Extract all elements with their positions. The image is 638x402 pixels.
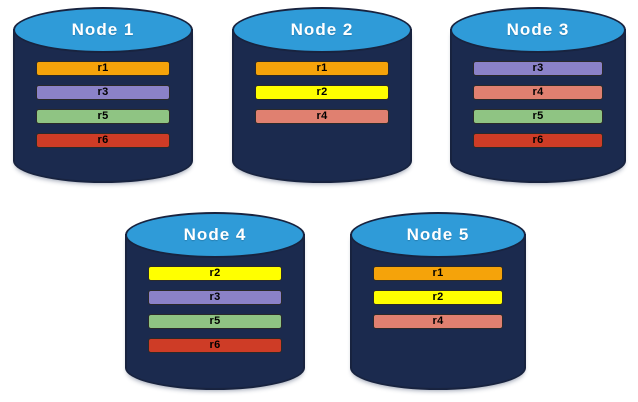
cylinder-body xyxy=(450,29,626,183)
shard-bar[interactable]: r2 xyxy=(255,85,389,100)
shard-bar[interactable]: r2 xyxy=(148,266,282,281)
node-title: Node 2 xyxy=(290,20,354,39)
database-node-2[interactable]: Node 2 r1 r2 r4 xyxy=(232,7,412,183)
shard-list: r3 r4 r5 r6 xyxy=(472,61,604,148)
shard-bar[interactable]: r4 xyxy=(372,314,504,329)
shard-bar[interactable]: r5 xyxy=(36,109,170,124)
node-title: Node 3 xyxy=(506,20,570,39)
shard-bar[interactable]: r5 xyxy=(148,314,282,329)
node-title: Node 4 xyxy=(183,225,247,244)
shard-bar[interactable]: r2 xyxy=(372,290,504,305)
cylinder-top-icon xyxy=(232,7,412,53)
shard-bar[interactable]: r5 xyxy=(472,109,604,124)
cylinder-top-icon xyxy=(125,212,305,258)
shard-bar[interactable]: r6 xyxy=(472,133,604,148)
shard-list: r1 r3 r5 r6 xyxy=(36,61,170,148)
database-node-5[interactable]: Node 5 r1 r2 r4 xyxy=(350,212,526,390)
shard-bar[interactable]: r3 xyxy=(472,61,604,76)
shard-bar[interactable]: r1 xyxy=(255,61,389,76)
database-node-3[interactable]: Node 3 r3 r4 r5 r6 xyxy=(450,7,626,183)
database-node-4[interactable]: Node 4 r2 r3 r5 r6 xyxy=(125,212,305,390)
shard-list: r1 r2 r4 xyxy=(372,266,504,329)
cylinder-top-icon xyxy=(13,7,193,53)
database-node-1[interactable]: Node 1 r1 r3 r5 r6 xyxy=(13,7,193,183)
shard-bar[interactable]: r1 xyxy=(372,266,504,281)
shard-bar[interactable]: r6 xyxy=(36,133,170,148)
shard-list: r2 r3 r5 r6 xyxy=(148,266,282,353)
shard-bar[interactable]: r1 xyxy=(36,61,170,76)
shard-bar[interactable]: r4 xyxy=(472,85,604,100)
shard-bar[interactable]: r3 xyxy=(148,290,282,305)
shard-bar[interactable]: r6 xyxy=(148,338,282,353)
node-title: Node 5 xyxy=(406,225,470,244)
cylinder-body xyxy=(125,234,305,390)
shard-list: r1 r2 r4 xyxy=(255,61,389,124)
cylinder-body xyxy=(232,29,412,183)
shard-bar[interactable]: r3 xyxy=(36,85,170,100)
shard-bar[interactable]: r4 xyxy=(255,109,389,124)
cylinder-top-icon xyxy=(350,212,526,258)
cylinder-top-icon xyxy=(450,7,626,53)
node-title: Node 1 xyxy=(71,20,135,39)
